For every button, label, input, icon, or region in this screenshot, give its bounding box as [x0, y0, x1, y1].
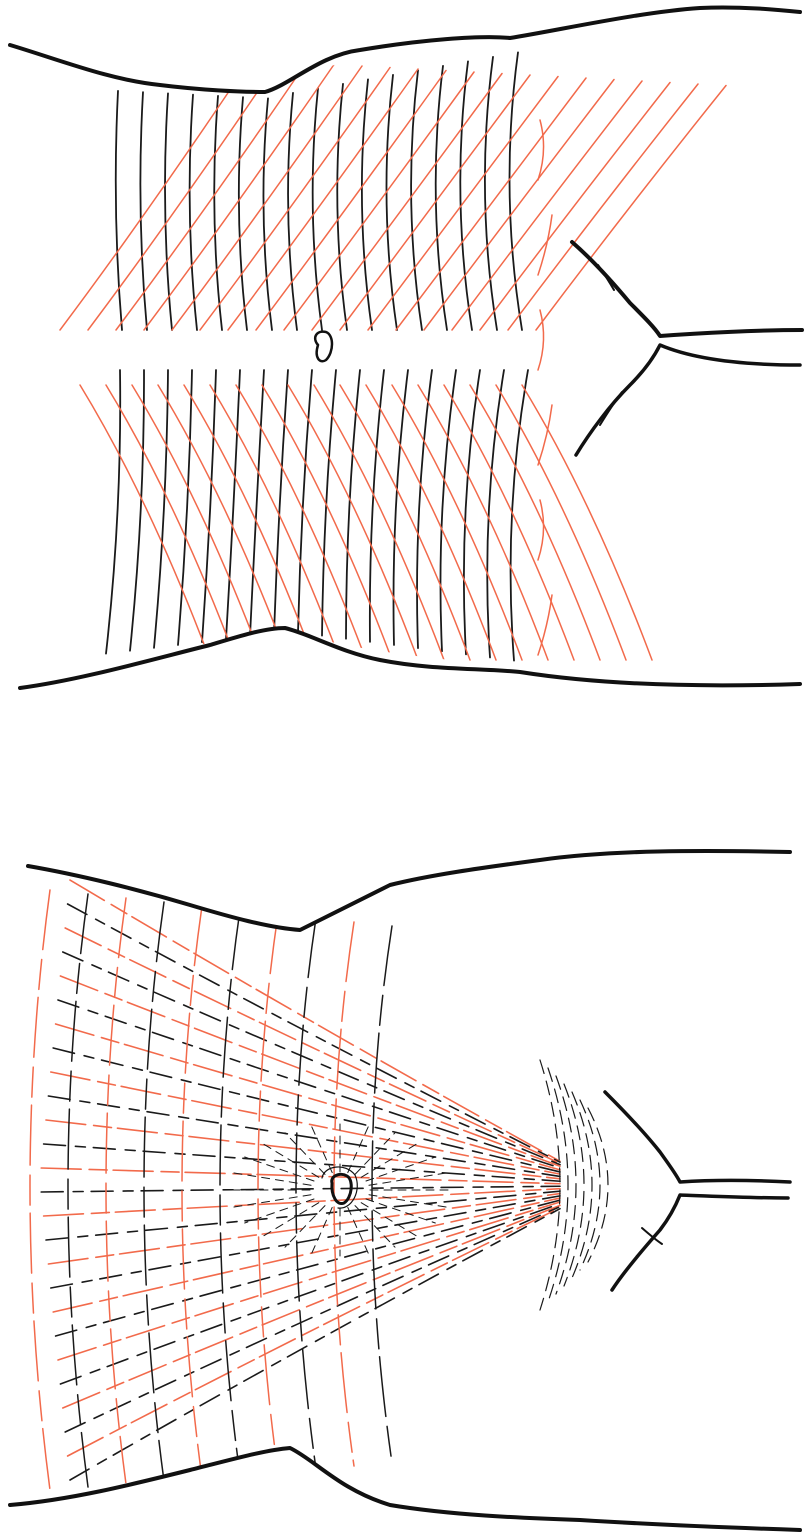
- black-stroke: [361, 1143, 418, 1177]
- red-stroke: [106, 385, 236, 660]
- red-stroke: [340, 385, 470, 660]
- red-stroke: [68, 1208, 560, 1456]
- black-stroke: [106, 370, 120, 654]
- red-stroke: [470, 385, 600, 660]
- black-stroke: [262, 1203, 319, 1237]
- black-stroke: [296, 918, 316, 1469]
- black-stroke: [214, 96, 222, 330]
- black-stroke: [53, 1048, 560, 1172]
- black-stroke: [298, 370, 312, 632]
- outline-mask: [0, 0, 811, 720]
- red-stroke: [424, 80, 614, 331]
- black-stroke: [154, 370, 168, 648]
- navel: [315, 332, 332, 362]
- red-stroke: [340, 75, 530, 330]
- black-stroke: [202, 370, 216, 642]
- groin-crease-upper: [572, 242, 802, 336]
- red-stroke: [44, 1189, 560, 1216]
- black-stroke: [178, 370, 192, 645]
- red-stroke: [392, 385, 522, 660]
- black-stroke: [372, 926, 392, 1463]
- black-stroke: [48, 1096, 560, 1176]
- red-stroke: [418, 385, 548, 660]
- black-stroke: [312, 1126, 333, 1172]
- black-stroke: [485, 57, 497, 330]
- black-stroke: [440, 370, 456, 651]
- black-stroke: [41, 1186, 560, 1192]
- red-stroke: [444, 385, 574, 660]
- red-stroke: [480, 83, 670, 331]
- black-stroke: [116, 91, 122, 330]
- black-stroke: [51, 1196, 560, 1288]
- red-stroke: [258, 914, 278, 1472]
- red-stroke: [538, 500, 544, 560]
- black-stroke: [68, 904, 560, 1162]
- black-stroke: [250, 370, 264, 636]
- red-stroke: [228, 69, 418, 330]
- red-stroke: [63, 1205, 560, 1408]
- black-stroke: [190, 95, 197, 330]
- red-stroke: [158, 385, 288, 660]
- red-stroke: [538, 120, 544, 180]
- red-stroke: [538, 595, 552, 655]
- torso-drawing-bottom: [0, 770, 811, 1540]
- black-stroke: [56, 1200, 560, 1336]
- red-stroke: [538, 405, 552, 465]
- black-stroke: [58, 1000, 560, 1168]
- black-stroke: [70, 1209, 560, 1480]
- torso-drawing-top: [0, 0, 811, 720]
- black-stroke: [411, 70, 422, 330]
- red-stroke: [522, 385, 652, 660]
- red-stroke: [132, 385, 262, 660]
- black-stroke: [130, 370, 144, 651]
- red-stroke: [48, 1194, 560, 1264]
- red-stroke: [58, 1202, 560, 1360]
- red-stroke: [60, 60, 250, 330]
- black-stroke: [63, 952, 560, 1165]
- red-stroke: [452, 81, 642, 330]
- black-stroke: [572, 1092, 592, 1278]
- black-stroke: [362, 79, 372, 330]
- black-stroke: [460, 61, 472, 330]
- black-stroke: [285, 1133, 325, 1175]
- black-stroke: [580, 1100, 600, 1270]
- groin-crease-lower: [576, 345, 800, 455]
- black-stroke: [487, 370, 504, 657]
- red-stroke: [496, 385, 626, 660]
- black-stroke: [355, 1206, 395, 1248]
- red-stroke: [30, 890, 50, 1490]
- red-stroke: [366, 385, 496, 660]
- skin-tension-lines-top: [0, 0, 811, 720]
- black-stroke: [239, 97, 247, 330]
- black-stroke: [588, 1108, 608, 1262]
- black-stroke: [263, 98, 272, 330]
- red-stroke: [538, 310, 544, 370]
- black-stroke: [386, 75, 397, 330]
- black-stroke: [436, 66, 447, 330]
- red-stroke: [182, 906, 202, 1478]
- red-stroke: [536, 86, 726, 331]
- body-outline-top: [10, 7, 802, 688]
- black-stroke: [417, 370, 432, 648]
- black-stroke: [366, 1199, 435, 1223]
- red-stroke: [508, 84, 698, 330]
